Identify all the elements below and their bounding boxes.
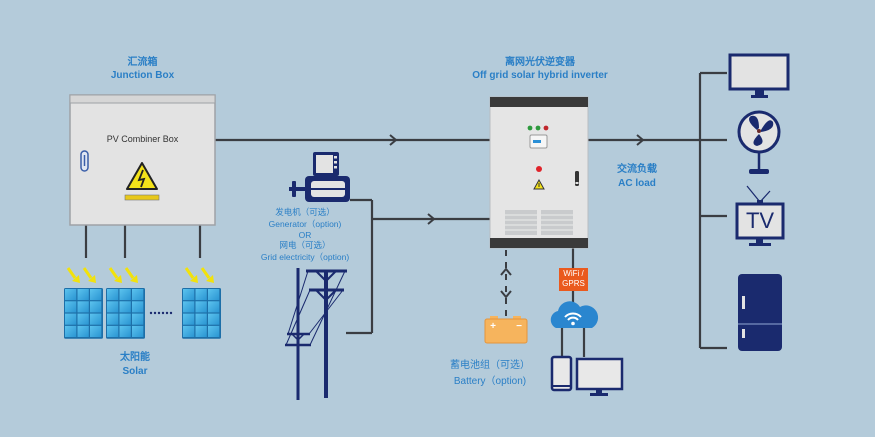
indicator-light (527, 125, 533, 131)
ac-load-title-cn: 交流负载 (617, 164, 657, 175)
inverter-title-cn: 离网光伏逆变器 (505, 57, 575, 68)
tv-screen-label: TV (745, 208, 775, 233)
arrow-inverter-to-load (636, 134, 645, 146)
battery-link (500, 250, 512, 318)
or-label: OR (298, 230, 312, 240)
tv-load-icon (735, 185, 785, 246)
panel-ellipsis (149, 311, 173, 315)
indicator-light (535, 125, 541, 131)
arrow-junction-to-inverter (389, 134, 398, 146)
desktop-monitor-icon (575, 357, 624, 396)
inverter-title-en: Off grid solar hybrid inverter (472, 70, 608, 81)
junction-box (69, 94, 216, 226)
lcd-display-icon (529, 134, 548, 149)
solar-panel-icon (182, 267, 221, 339)
generator-icon (289, 152, 350, 202)
warning-triangle-icon (533, 178, 545, 190)
power-pole-icon (285, 268, 347, 400)
sunlight-arrow-icon (66, 267, 80, 283)
sunlight-arrow-icon (124, 267, 138, 283)
solar-panel-icon (64, 267, 103, 339)
warning-plate (124, 194, 160, 201)
battery-minus: − (516, 321, 522, 332)
solar-title-cn: 太阳能 (120, 352, 150, 363)
battery-plus: + (490, 321, 496, 332)
cloud-wifi-icon (550, 301, 599, 328)
high-voltage-warning-icon (126, 162, 158, 190)
monitor-load-icon (728, 53, 790, 98)
generator-label-cn: 发电机（可选） (275, 208, 335, 218)
sunlight-arrow-icon (108, 267, 122, 283)
arrow-generator-to-inverter (427, 213, 436, 225)
sunlight-arrow-icon (82, 267, 96, 283)
battery-title-en: Battery（option) (453, 376, 527, 387)
vent-grilles (505, 210, 573, 235)
indicator-light (543, 125, 549, 131)
inverter-cabinet (489, 96, 589, 249)
wifi-badge-line1: WiFi / (563, 269, 584, 278)
battery-icon (484, 316, 528, 344)
emergency-stop-button (536, 166, 542, 172)
junction-box-title-cn: 汇流箱 (127, 57, 158, 68)
grid-label-en: Grid electricity（option) (260, 252, 350, 262)
solar-panel-array (64, 267, 221, 339)
ac-load-title-en: AC load (618, 178, 656, 189)
indicator-lights (527, 125, 549, 131)
grid-label-cn: 网电（可选） (279, 241, 331, 251)
sunlight-arrow-icon (184, 267, 198, 283)
solar-panel-icon (106, 267, 145, 339)
junction-box-title-en: Junction Box (110, 70, 175, 81)
fan-load-icon (737, 110, 781, 174)
arrow-up (500, 267, 512, 276)
wifi-badge-line2: GPRS (562, 279, 585, 288)
generator-label-en: Generator（option) (268, 219, 342, 229)
door-handle-icon (80, 150, 89, 172)
refrigerator-load-icon (738, 274, 782, 351)
arrow-down (500, 290, 512, 299)
pv-combiner-box-label: PV Combiner Box (106, 134, 179, 144)
wifi-gprs-badge (559, 268, 588, 291)
solar-title-en: Solar (122, 366, 148, 377)
connector-lines (84, 71, 727, 357)
sunlight-arrow-icon (200, 267, 214, 283)
smartphone-icon (550, 355, 573, 392)
battery-title-cn: 蓄电池组（可选） (450, 360, 530, 371)
